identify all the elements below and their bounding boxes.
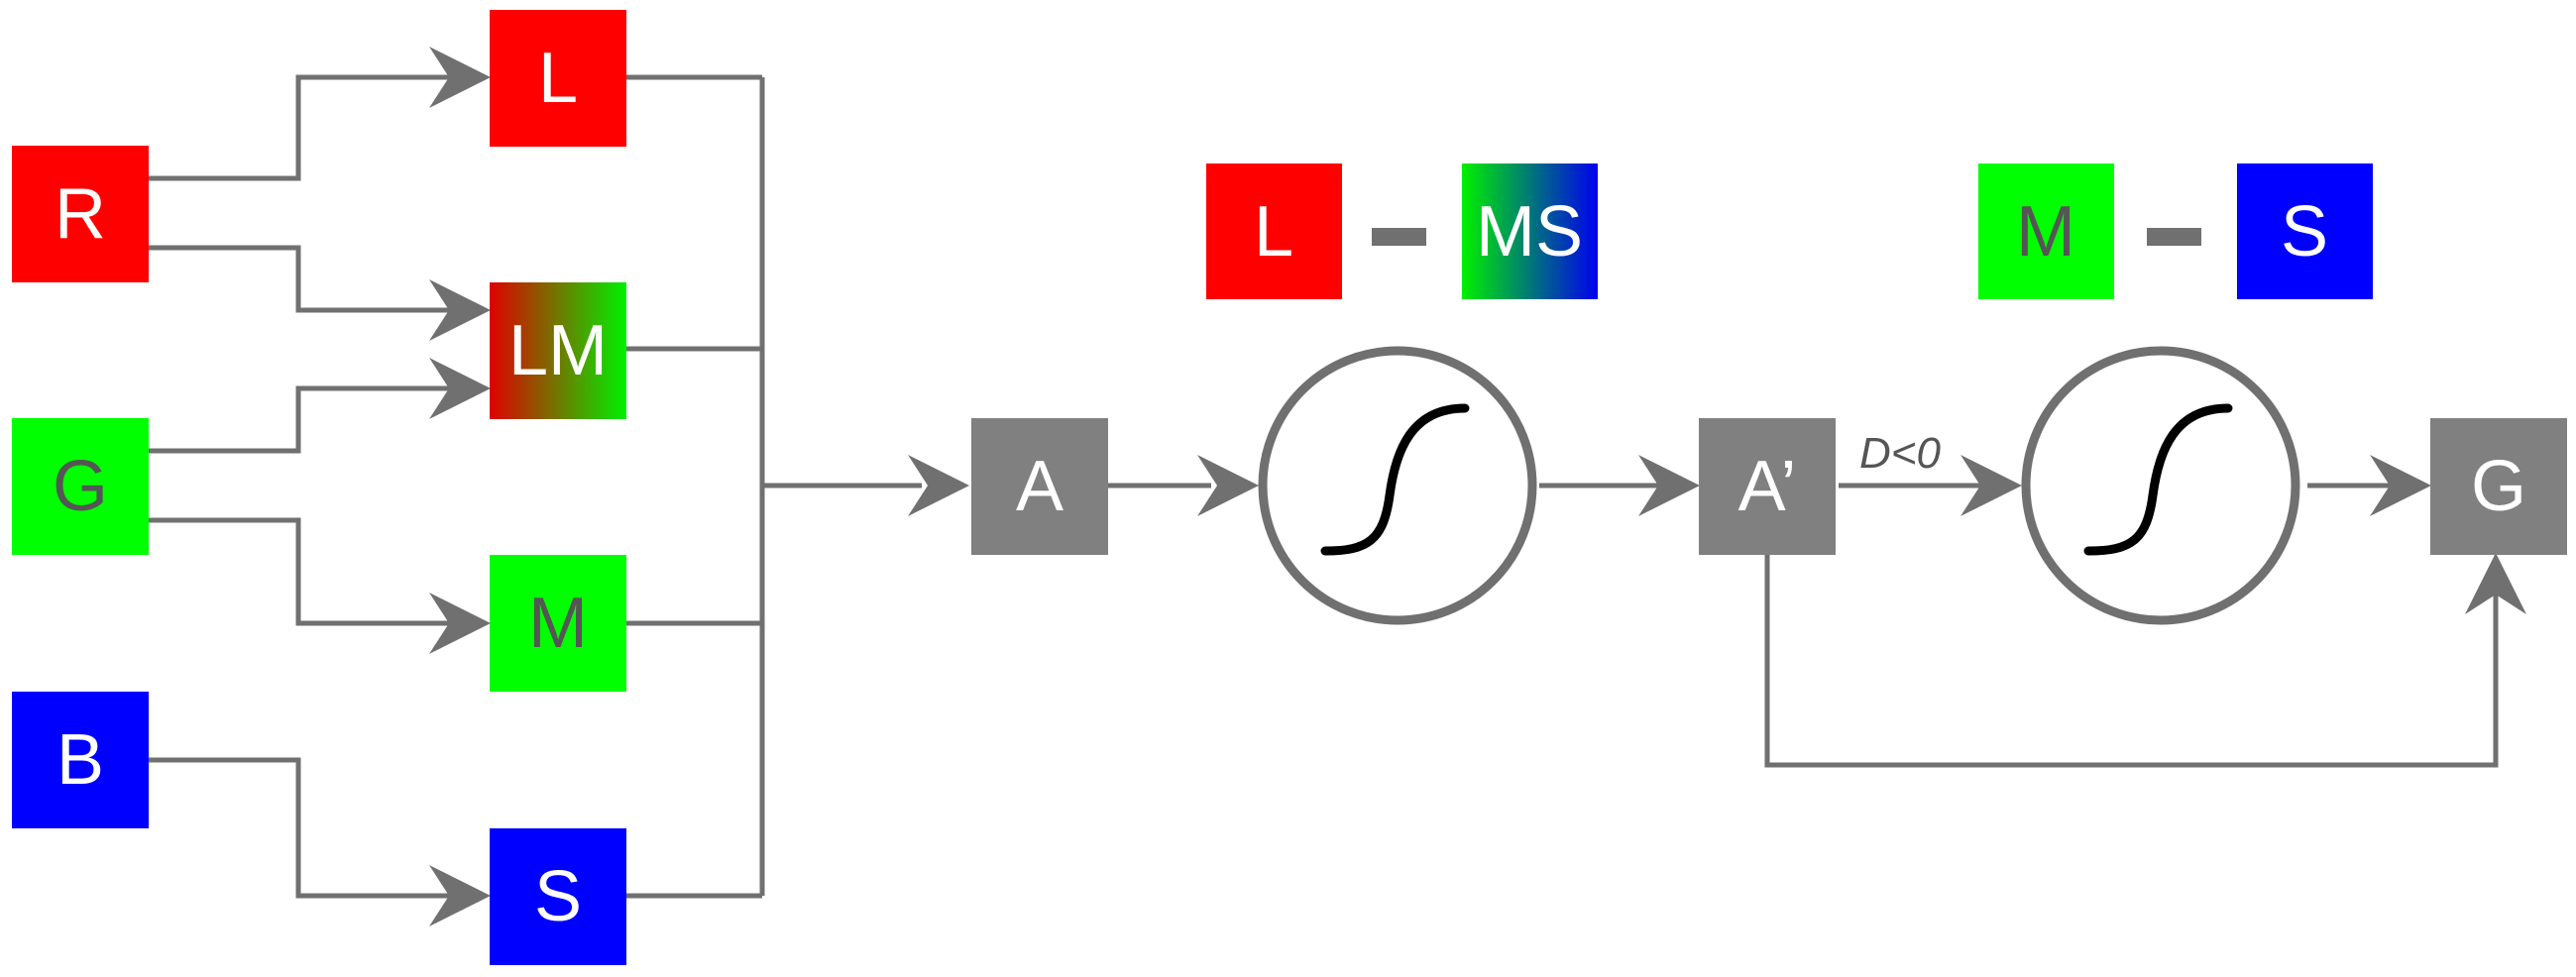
arrowheads [429, 47, 2526, 926]
opponent-pair-l-minus-ms: L MS [1206, 163, 1598, 299]
arrowhead-to-a [908, 455, 969, 516]
opponent-l-label: L [1254, 192, 1293, 271]
stage-a-prime: A’ [1699, 418, 1836, 555]
stage-a-label: A [1016, 447, 1064, 526]
stage-a-prime-box [1699, 418, 1836, 555]
minus-sign-icon [2147, 228, 2201, 246]
arrowhead-to-s [429, 865, 491, 926]
input-r: R [12, 146, 149, 282]
cone-s-label: S [534, 857, 582, 936]
cone-lm: LM [490, 282, 626, 419]
arrowhead-bypass-to-g [2465, 553, 2526, 614]
input-b: B [12, 692, 149, 828]
arrowhead-to-g [2370, 455, 2431, 516]
arrowhead-to-m [429, 593, 491, 654]
connector-r-to-l [149, 74, 456, 181]
edge-label-d-less-than-zero: D<0 [1859, 429, 1941, 478]
stage-g-label: G [2471, 447, 2526, 526]
connector-b-to-s [149, 757, 456, 899]
opponent-m-label: M [2016, 192, 2075, 271]
cone-s-box [490, 828, 626, 965]
opponent-ms-box [1462, 163, 1598, 299]
cone-m: M [490, 555, 626, 692]
input-g-label: G [53, 447, 108, 526]
stage-a-prime-label: A’ [1738, 447, 1797, 526]
sigmoid-node-1 [1258, 346, 1537, 625]
input-b-box [12, 692, 149, 828]
stage-a: A [971, 418, 1108, 555]
sigmoid-node-2 [2021, 346, 2300, 625]
arrowhead-r-to-lm [429, 279, 491, 341]
input-r-box [12, 146, 149, 282]
cone-lm-label: LM [508, 311, 608, 390]
stage-g-output: G [2430, 418, 2567, 555]
connector-g-to-lm [149, 385, 456, 454]
cone-s: S [490, 828, 626, 965]
sigmoid-curve-icon [2083, 403, 2233, 556]
arrowhead-to-l [429, 47, 491, 108]
opponent-s-box [2237, 163, 2373, 299]
cone-l-box [490, 10, 626, 147]
opponent-pair-m-minus-s: M S [1978, 163, 2373, 299]
minus-sign-icon [1372, 228, 1426, 246]
input-b-label: B [56, 720, 104, 800]
stage-g-box [2430, 418, 2567, 555]
sigmoid-circle-1 [1258, 346, 1537, 625]
sigmoid-circle-2 [2021, 346, 2300, 625]
arrowhead-g-to-lm [429, 358, 491, 419]
input-g-box [12, 418, 149, 555]
opponent-ms-label: MS [1476, 192, 1583, 271]
sigmoid-curve-icon [1320, 403, 1470, 556]
connector-r-to-lm [149, 245, 456, 313]
opponent-m-box [1978, 163, 2114, 299]
arrowhead-to-sigmoid-1 [1197, 455, 1259, 516]
opponent-s-label: S [2281, 192, 2328, 271]
stage-a-box [971, 418, 1108, 555]
connector-a-prime-bypass-to-g [1764, 555, 2499, 768]
opponent-l-box [1206, 163, 1342, 299]
arrowhead-to-sigmoid-2 [1960, 455, 2022, 516]
connectors [149, 74, 2499, 899]
arrowhead-to-a-prime [1638, 455, 1700, 516]
input-r-label: R [55, 174, 106, 254]
cone-m-label: M [528, 584, 588, 663]
input-g: G [12, 418, 149, 555]
cone-m-box [490, 555, 626, 692]
cone-l-label: L [538, 39, 578, 118]
connector-g-to-m [149, 517, 456, 626]
cone-lm-box [490, 282, 626, 419]
cone-l: L [490, 10, 626, 147]
